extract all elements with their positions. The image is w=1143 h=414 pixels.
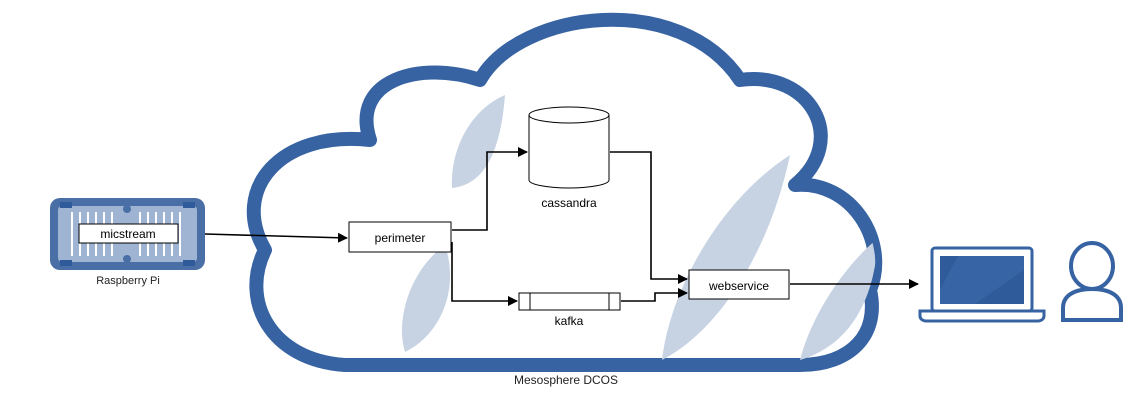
database-icon: [528, 106, 610, 189]
micstream-node: micstream: [78, 223, 179, 244]
queue-icon: [518, 292, 621, 311]
edge-perimeter-cassandra: [452, 147, 528, 231]
device-name: Raspberry Pi: [96, 275, 160, 287]
cassandra-node: cassandra: [528, 106, 610, 210]
edge-cassandra-webservice: [610, 151, 688, 284]
cloud-shading: [401, 95, 876, 360]
raspberry-pi-device: micstream Raspberry Pi: [50, 198, 205, 287]
edge-perimeter-kafka: [451, 242, 518, 306]
kafka-node: kafka: [518, 292, 621, 328]
cloud-label: Mesosphere DCOS: [514, 373, 618, 387]
webservice-label: webservice: [708, 279, 769, 293]
cassandra-label: cassandra: [541, 196, 597, 210]
edge-kafka-webservice: [621, 288, 688, 302]
edge-micstream-perimeter: [204, 232, 348, 243]
user-icon: [1061, 241, 1123, 322]
perimeter-node: perimeter: [348, 221, 452, 253]
perimeter-label: perimeter: [375, 231, 426, 245]
laptop-icon: [918, 246, 1046, 323]
kafka-label: kafka: [555, 314, 584, 328]
edges: [204, 147, 919, 306]
micstream-label: micstream: [100, 227, 155, 241]
webservice-node: webservice: [688, 269, 790, 300]
